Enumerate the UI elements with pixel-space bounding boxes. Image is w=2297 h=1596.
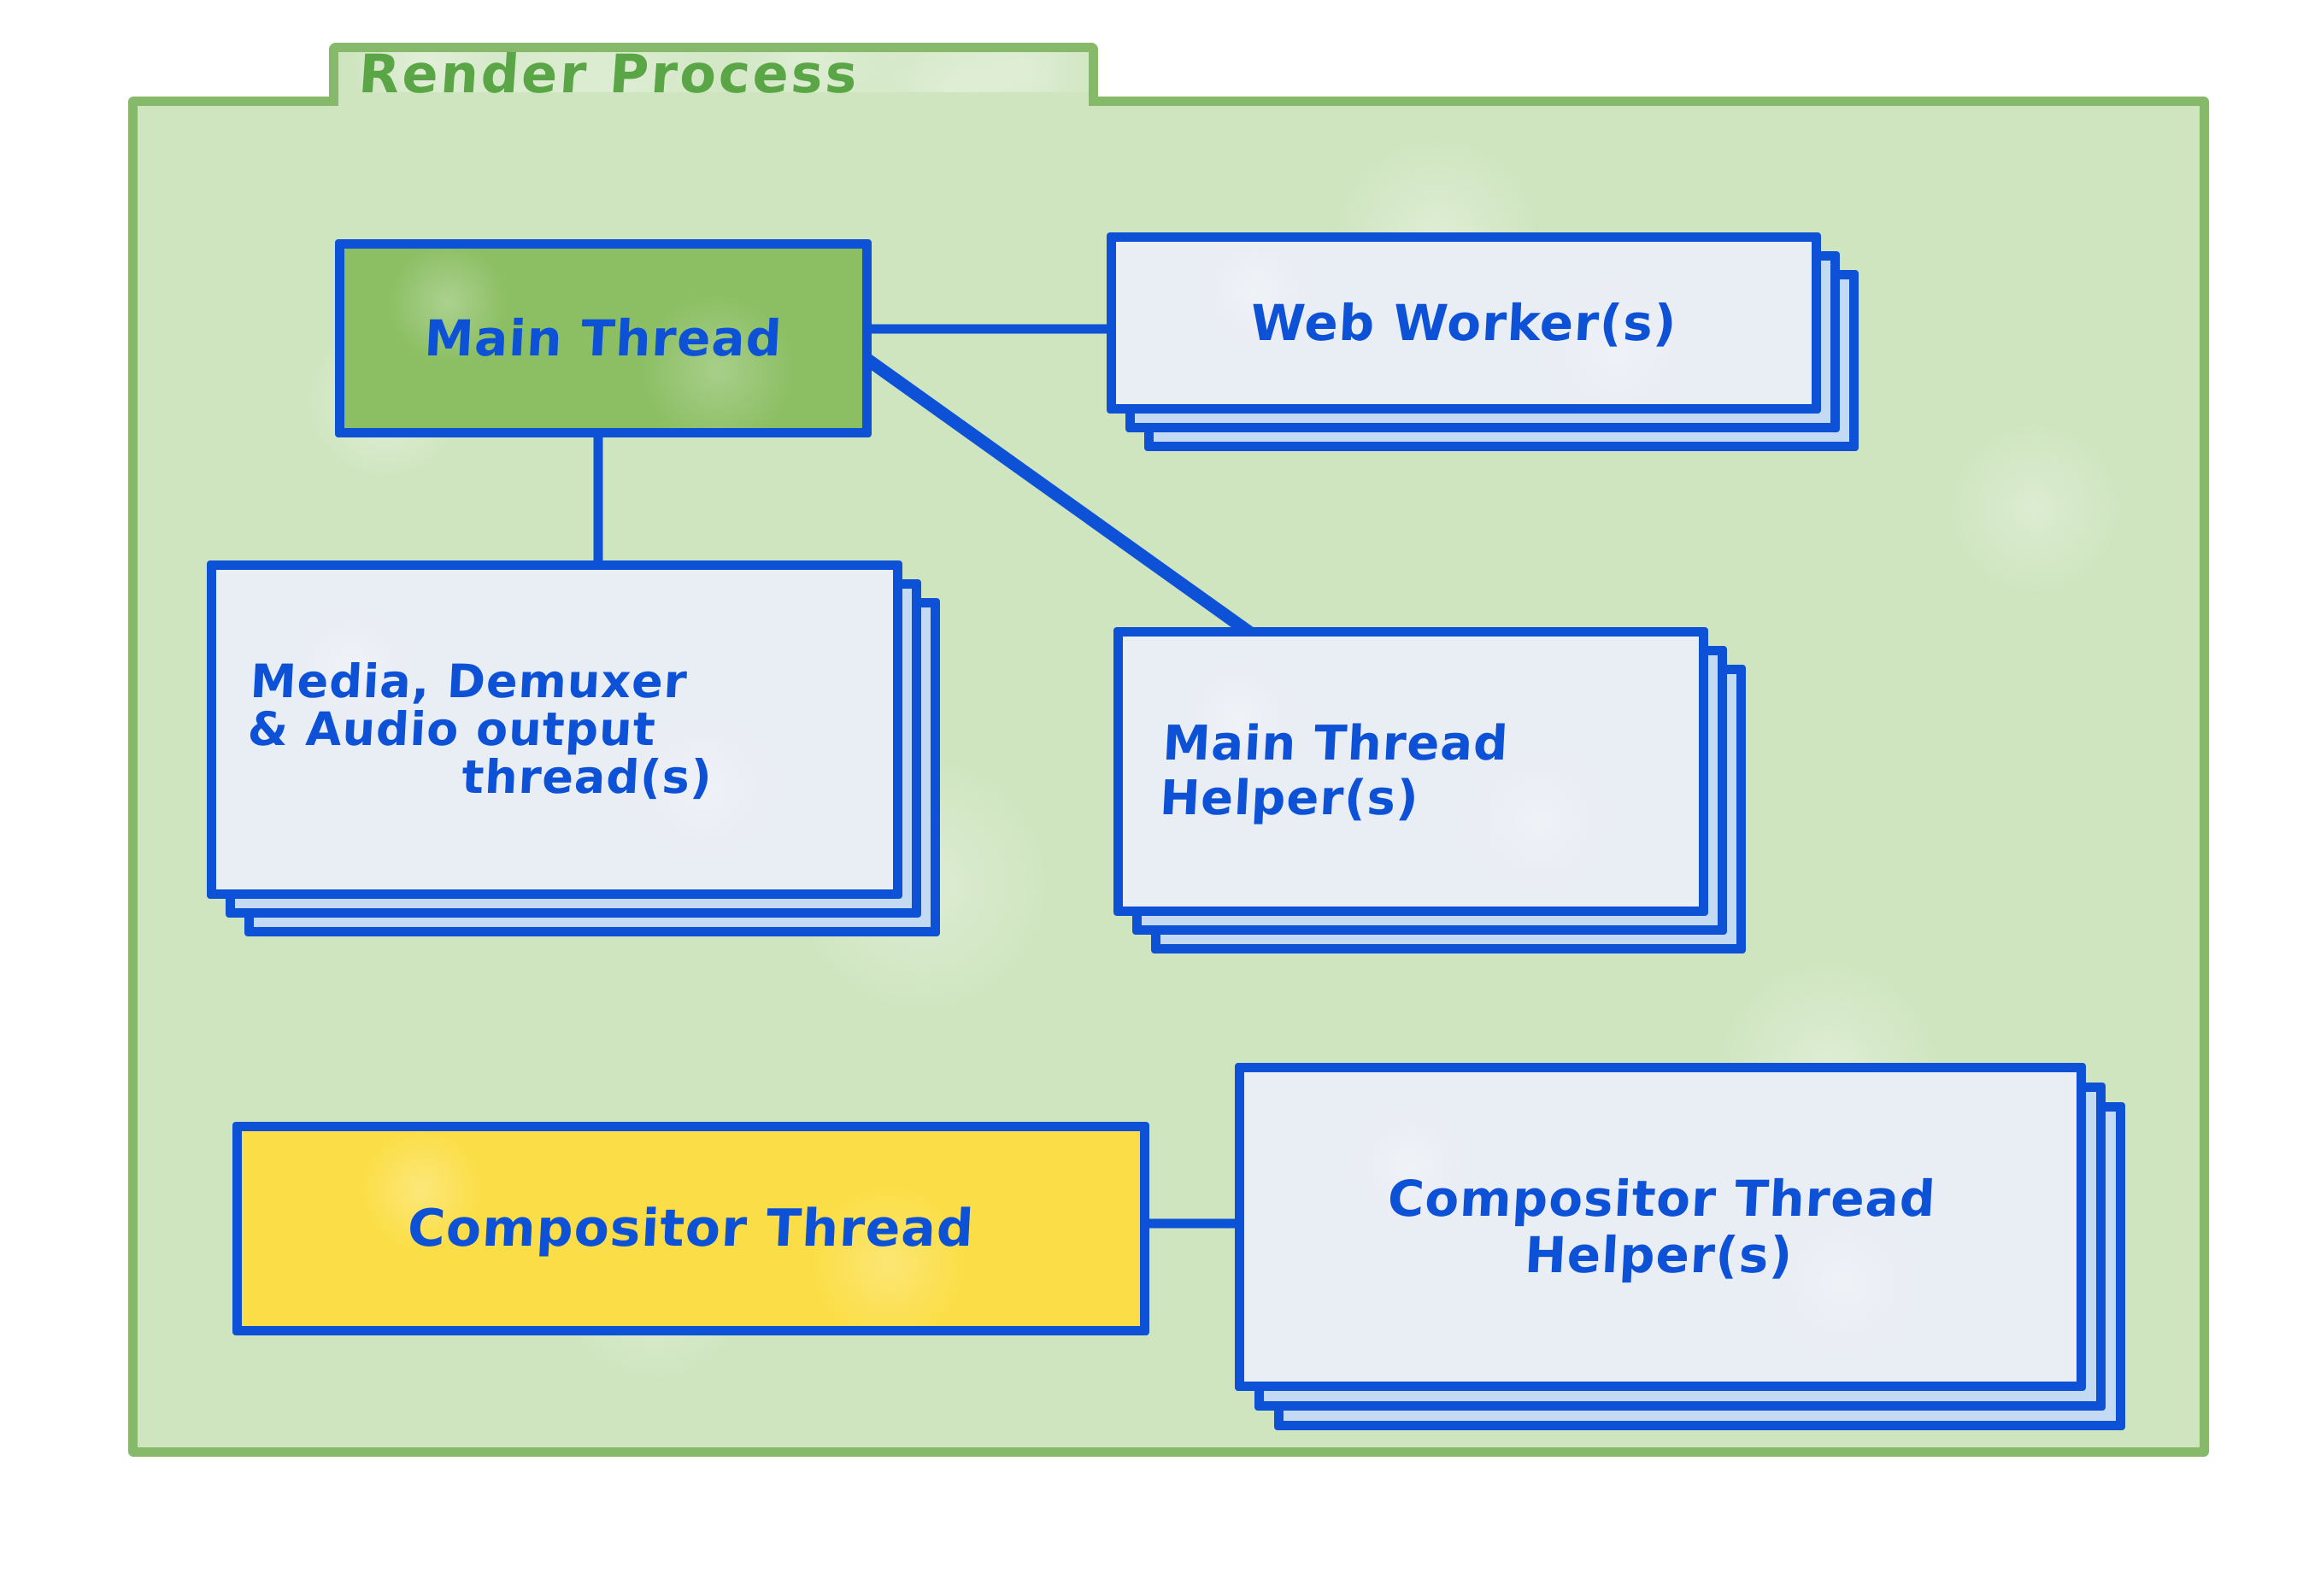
main-thread-helper-label-line-2: Helper(s) <box>1158 771 1421 826</box>
main-thread-helper-label: Main Thread Helper(s) <box>1106 627 1716 916</box>
main-thread-helper-label-line-1: Main Thread <box>1160 716 1511 772</box>
main-thread-label-line-1: Main Thread <box>422 309 784 367</box>
web-worker-label: Web Worker(s) <box>1102 232 1825 414</box>
node-media-demuxer-audio[interactable]: Media, Demuxer & Audio output thread(s) <box>207 560 940 936</box>
page-title: Render Process <box>356 43 862 105</box>
node-compositor-thread-helper[interactable]: Compositor Thread Helper(s) <box>1235 1063 2125 1430</box>
media-label-line-3: thread(s) <box>460 750 714 805</box>
compositor-thread-label-line-1: Compositor Thread <box>406 1199 976 1259</box>
node-compositor-thread[interactable]: Compositor Thread <box>232 1122 1149 1335</box>
node-web-worker[interactable]: Web Worker(s) <box>1107 232 1859 489</box>
compositor-thread-helper-label-line-1: Compositor Thread <box>1386 1169 1938 1228</box>
compositor-thread-label: Compositor Thread <box>226 1122 1154 1335</box>
web-worker-label-line-1: Web Worker(s) <box>1248 294 1679 352</box>
node-main-thread[interactable]: Main Thread <box>335 239 872 437</box>
node-main-thread-helper[interactable]: Main Thread Helper(s) <box>1113 627 1746 953</box>
tab-seam <box>338 92 1089 106</box>
compositor-thread-helper-label: Compositor Thread Helper(s) <box>1226 1063 2094 1391</box>
media-label: Media, Demuxer & Audio output thread(s) <box>198 560 912 899</box>
compositor-thread-helper-label-line-2: Helper(s) <box>1523 1226 1795 1284</box>
media-label-line-1: Media, Demuxer <box>249 654 690 708</box>
media-label-line-2: & Audio output <box>246 701 658 756</box>
main-thread-label: Main Thread <box>330 239 877 437</box>
